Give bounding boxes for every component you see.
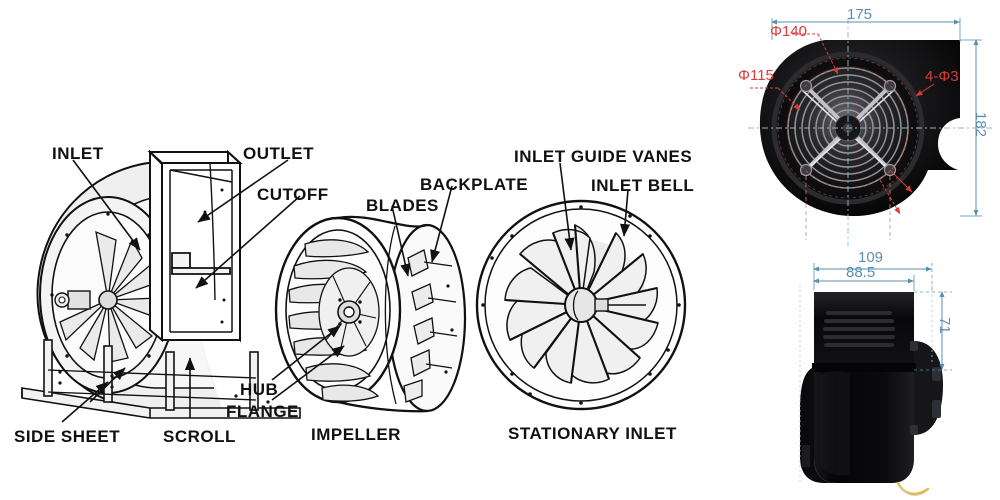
blower-front-view-photo: 175 182 Φ140 Φ115 4-Φ3 xyxy=(730,0,1000,250)
dim-height-71: 71 xyxy=(936,317,953,334)
label-inlet-guide-vanes: INLET GUIDE VANES xyxy=(514,147,693,166)
dim-holes-4-d3: 4-Φ3 xyxy=(925,68,959,85)
dim-height-182: 182 xyxy=(972,112,989,138)
view-stationary-inlet xyxy=(475,162,687,411)
view-impeller-wheel xyxy=(271,185,467,413)
label-outlet: OUTLET xyxy=(243,144,314,163)
dim-depth-88-5: 88.5 xyxy=(846,264,876,281)
label-impeller: IMPELLER xyxy=(311,425,401,444)
label-flange: FLANGE xyxy=(226,402,299,421)
dim-depth-109: 109 xyxy=(858,249,884,266)
diagram-svg xyxy=(21,149,687,423)
blower-side-view-photo: 109 88.5 71 xyxy=(780,245,1000,500)
label-inlet: INLET xyxy=(52,144,104,163)
view-scroll-assembly xyxy=(21,149,301,423)
label-side-sheet: SIDE SHEET xyxy=(14,427,121,446)
label-blades: BLADES xyxy=(366,196,439,215)
dim-dia-115: Φ115 xyxy=(738,67,774,84)
label-hub: HUB xyxy=(240,380,279,399)
dim-width-175: 175 xyxy=(847,6,873,23)
dim-dia-140: Φ140 xyxy=(770,23,807,40)
label-scroll: SCROLL xyxy=(163,427,236,446)
label-inlet-bell: INLET BELL xyxy=(591,176,695,195)
label-backplate: BACKPLATE xyxy=(420,175,529,194)
nomenclature-diagram: INLET OUTLET CUTOFF BLADES BACKPLATE INL… xyxy=(14,144,695,446)
label-stationary-inlet: STATIONARY INLET xyxy=(508,424,677,443)
label-cutoff: CUTOFF xyxy=(257,185,329,204)
